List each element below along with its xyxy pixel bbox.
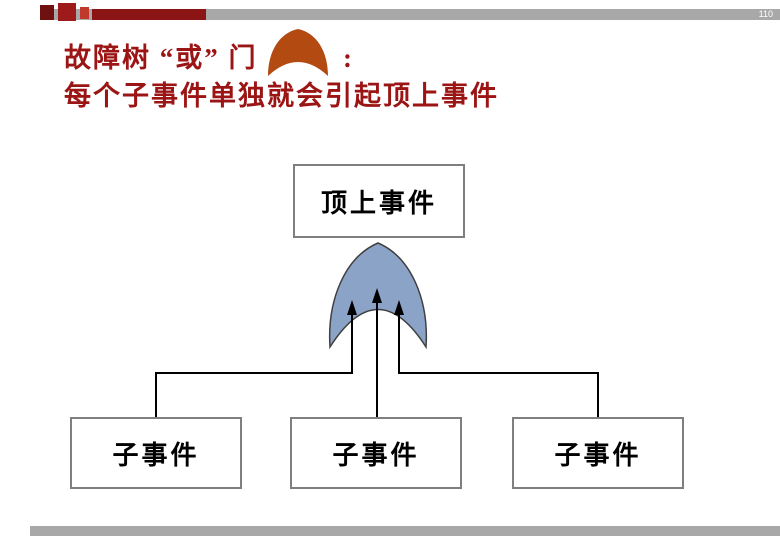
top-decoration-bar: 110 [40, 9, 780, 20]
or-gate-accent-icon [268, 29, 328, 76]
decorative-square-1 [40, 5, 54, 20]
top-event-box: 顶上事件 [293, 164, 465, 238]
decorative-square-3 [80, 7, 89, 19]
connector-right [398, 312, 599, 417]
slide-title-line2: 每个子事件单独就会引起顶上事件 [64, 81, 499, 111]
arrowhead-left [347, 300, 357, 315]
arrowhead-right [394, 300, 404, 315]
sub-event-box-1: 子事件 [70, 417, 242, 489]
sub-event-box-2: 子事件 [290, 417, 462, 489]
title-colon: : [343, 43, 354, 73]
connector-left [155, 312, 353, 417]
slide-title-line1: 故障树 “或” 门 [64, 43, 258, 73]
or-gate-symbol [328, 242, 428, 350]
arrowhead-middle [372, 288, 382, 303]
page-number: 110 [758, 9, 773, 19]
decorative-bar-red [92, 9, 206, 20]
decorative-square-2 [58, 3, 76, 21]
sub-event-box-3: 子事件 [512, 417, 684, 489]
bottom-decoration-bar [30, 526, 780, 536]
